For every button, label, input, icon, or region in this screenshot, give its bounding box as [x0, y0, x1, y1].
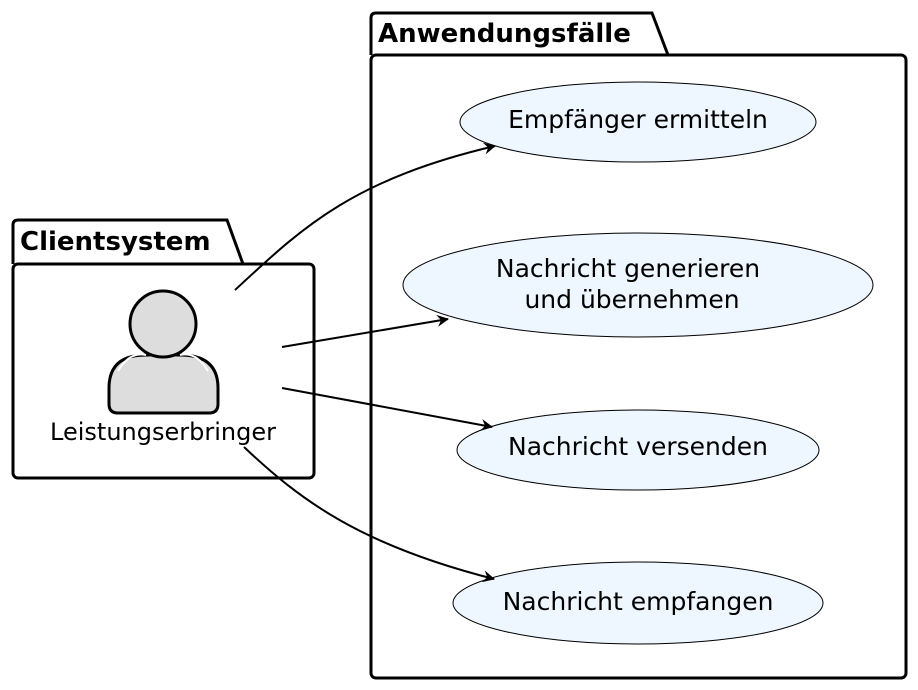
use-case-label: Empfänger ermitteln: [508, 105, 768, 134]
use-case-ellipse: [402, 232, 874, 338]
package-title: Clientsystem: [20, 227, 211, 257]
package-anwendungsfaelle: Anwendungsfälle: [369, 11, 908, 680]
use-case-empfaenger-ermitteln[interactable]: Empfänger ermitteln: [459, 81, 817, 163]
person-icon: [107, 289, 220, 415]
association-arrow-ermitteln: [234, 142, 496, 291]
use-case-ellipse: [452, 561, 824, 645]
use-case-label-line-2: und übernehmen: [524, 285, 739, 314]
use-case-ellipse: [459, 81, 817, 163]
use-case-nachricht-versenden[interactable]: Nachricht versenden: [456, 409, 820, 491]
association-arrow-versenden: [281, 387, 493, 431]
association-arrow-empfangen: [243, 446, 495, 583]
package-body: [11, 262, 316, 480]
use-case-nachricht-generieren[interactable]: Nachricht generieren und übernehmen: [402, 232, 874, 338]
use-case-label: Nachricht versenden: [508, 432, 768, 461]
package-clientsystem: Clientsystem: [11, 218, 316, 480]
package-title: Anwendungsfälle: [378, 19, 631, 49]
use-case-nachricht-empfangen[interactable]: Nachricht empfangen: [452, 561, 824, 645]
package-tab: [369, 11, 670, 56]
association-arrow-generieren: [281, 314, 449, 348]
use-case-label: Nachricht empfangen: [503, 587, 774, 616]
actor-label: Leistungserbringer: [50, 418, 276, 446]
package-body: [369, 53, 908, 680]
actor-leistungserbringer[interactable]: Leistungserbringer: [50, 289, 276, 446]
use-case-ellipse: [456, 409, 820, 491]
use-case-label-line-1: Nachricht generieren: [496, 254, 760, 283]
package-tab: [11, 218, 245, 265]
